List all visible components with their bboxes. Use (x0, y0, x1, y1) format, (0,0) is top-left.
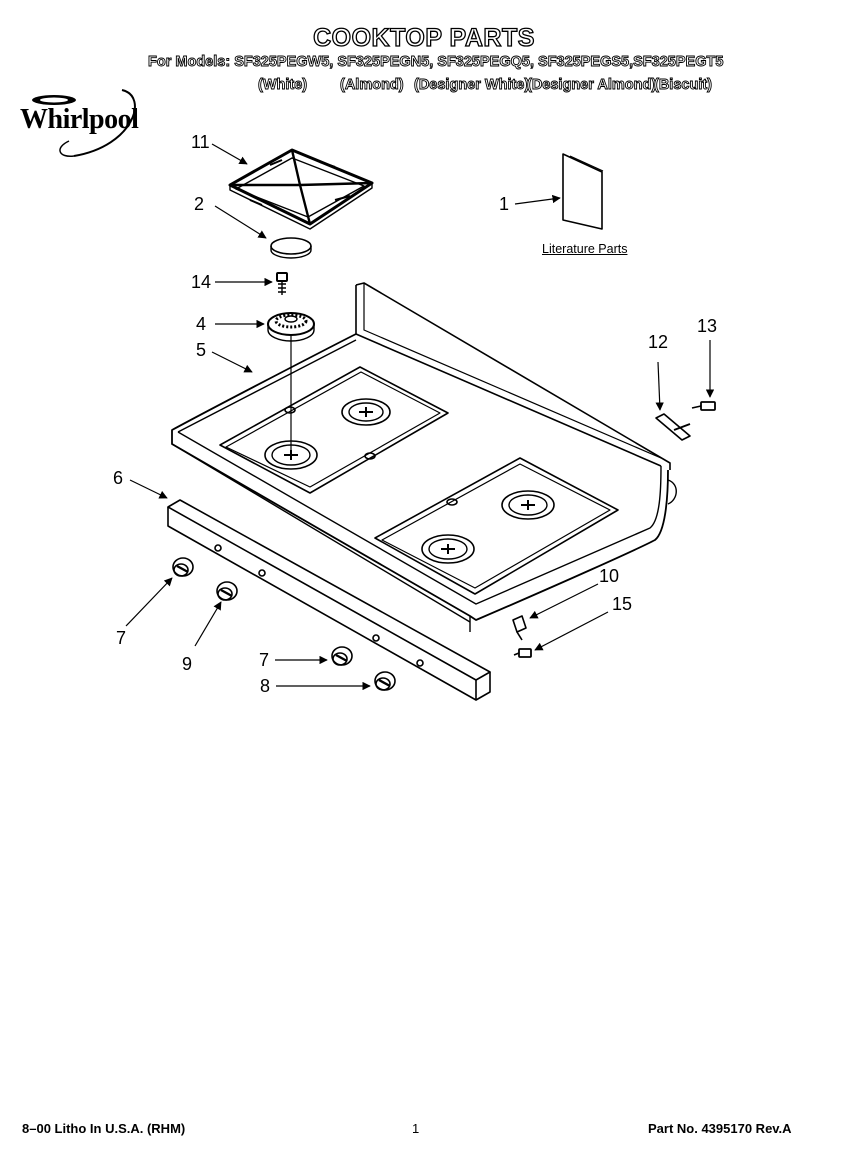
callout-11: 11 (191, 132, 210, 152)
callout-5: 5 (196, 340, 207, 360)
callout-4: 4 (196, 314, 207, 334)
screw-icon (276, 272, 288, 295)
callout-6: 6 (113, 468, 124, 488)
variant-biscuit: (Biscuit) (654, 77, 713, 94)
variant-designer-almond: (Designer Almond) (527, 77, 657, 94)
brand-logo: Whirlpool (20, 104, 139, 135)
callout-14: 14 (191, 272, 212, 292)
callout-12: 12 (648, 332, 669, 352)
callout-10: 10 (599, 566, 620, 586)
literature-booklet-icon (562, 153, 604, 230)
burner-grate-icon (228, 148, 374, 230)
page-title: COOKTOP PARTS (312, 23, 535, 52)
cooktop-panel-icon (171, 282, 677, 632)
variant-designer-white: (Designer White) (414, 77, 530, 94)
callout-2: 2 (194, 194, 205, 214)
clip-and-screw-icon (512, 615, 532, 658)
whirlpool-logo-swirl-icon (32, 89, 136, 157)
callout-15: 15 (612, 594, 633, 614)
footer-print-info: 8–00 Litho In U.S.A. (RHM) (22, 1121, 186, 1136)
callout-9: 9 (182, 654, 193, 674)
callout-13: 13 (697, 316, 718, 336)
literature-parts-label: Literature Parts (542, 242, 628, 256)
burner-cap-icon (270, 237, 312, 259)
footer-page-number: 1 (412, 1121, 420, 1136)
callout-7-left: 7 (116, 628, 127, 648)
models-line: For Models: SF325PEGW5, SF325PEGN5, SF32… (148, 54, 724, 71)
callout-1: 1 (499, 194, 510, 214)
callout-8: 8 (260, 676, 271, 696)
leader-arrows (125, 143, 715, 691)
control-panel-icon (167, 499, 491, 701)
control-knob-icon (172, 557, 396, 691)
variant-white: (White) (258, 77, 308, 94)
footer-part-number: Part No. 4395170 Rev.A (648, 1121, 792, 1136)
orifice-bracket-icon (655, 401, 716, 441)
callout-7-right: 7 (259, 650, 270, 670)
variant-almond: (Almond) (340, 77, 405, 94)
